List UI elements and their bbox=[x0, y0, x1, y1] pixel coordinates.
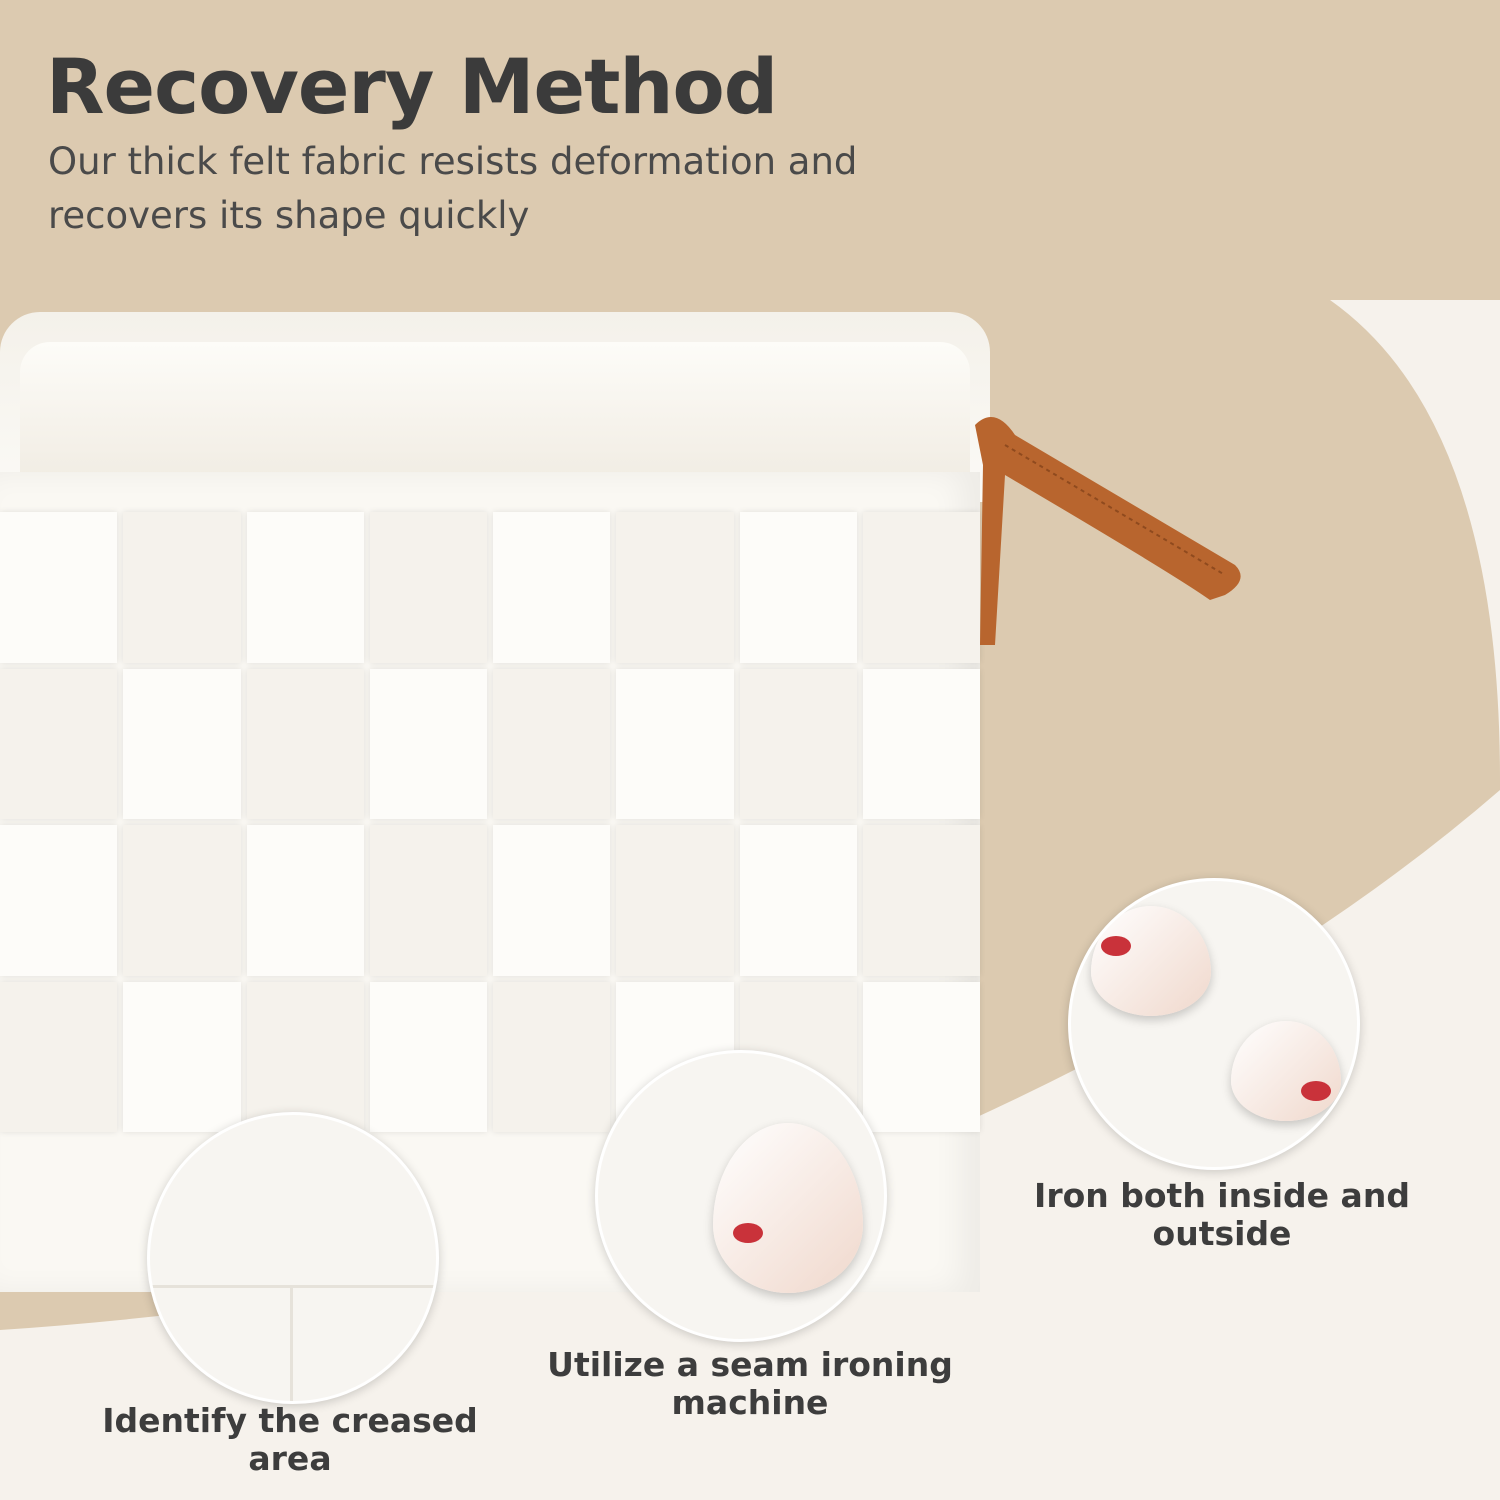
step-label-seam-iron: Utilize a seam ironing machine bbox=[547, 1345, 953, 1422]
weave-strip bbox=[246, 981, 364, 1132]
weave-strip bbox=[862, 981, 980, 1132]
step-label-iron-both: Iron both inside and outside bbox=[1034, 1176, 1410, 1253]
weave-strip bbox=[369, 512, 487, 663]
weave-strip bbox=[123, 981, 241, 1132]
weave-strip bbox=[123, 512, 241, 663]
weave-strip bbox=[493, 981, 611, 1132]
weave-strip bbox=[246, 668, 364, 819]
weave-strip bbox=[493, 825, 611, 976]
weave-strip bbox=[246, 825, 364, 976]
weave-strip bbox=[123, 825, 241, 976]
weave-strip bbox=[862, 825, 980, 976]
weave-strip bbox=[739, 825, 857, 976]
weave-strip bbox=[493, 668, 611, 819]
leather-handle bbox=[975, 417, 1241, 645]
weave-strip bbox=[246, 512, 364, 663]
step-image-seam-iron bbox=[595, 1050, 887, 1342]
weave-strip bbox=[0, 668, 118, 819]
weave-strip bbox=[616, 668, 734, 819]
felt-basket-image bbox=[0, 312, 1000, 1292]
weave-strip bbox=[739, 512, 857, 663]
weave-strip bbox=[862, 668, 980, 819]
weave-strip bbox=[369, 825, 487, 976]
weave-strip bbox=[739, 668, 857, 819]
page-title: Recovery Method bbox=[46, 42, 778, 131]
basket-weave bbox=[0, 512, 980, 1132]
weave-strip bbox=[616, 825, 734, 976]
step-image-creased-area bbox=[147, 1112, 439, 1404]
weave-strip bbox=[862, 512, 980, 663]
step-label-identify: Identify the creased area bbox=[102, 1401, 478, 1478]
page-subtitle: Our thick felt fabric resists deformatio… bbox=[48, 140, 858, 237]
weave-strip bbox=[0, 825, 118, 976]
weave-strip bbox=[369, 981, 487, 1132]
weave-strip bbox=[0, 512, 118, 663]
weave-strip bbox=[0, 981, 118, 1132]
weave-strip bbox=[369, 668, 487, 819]
step-image-iron-both-sides bbox=[1068, 878, 1360, 1170]
weave-strip bbox=[616, 512, 734, 663]
weave-strip bbox=[493, 512, 611, 663]
weave-strip bbox=[123, 668, 241, 819]
